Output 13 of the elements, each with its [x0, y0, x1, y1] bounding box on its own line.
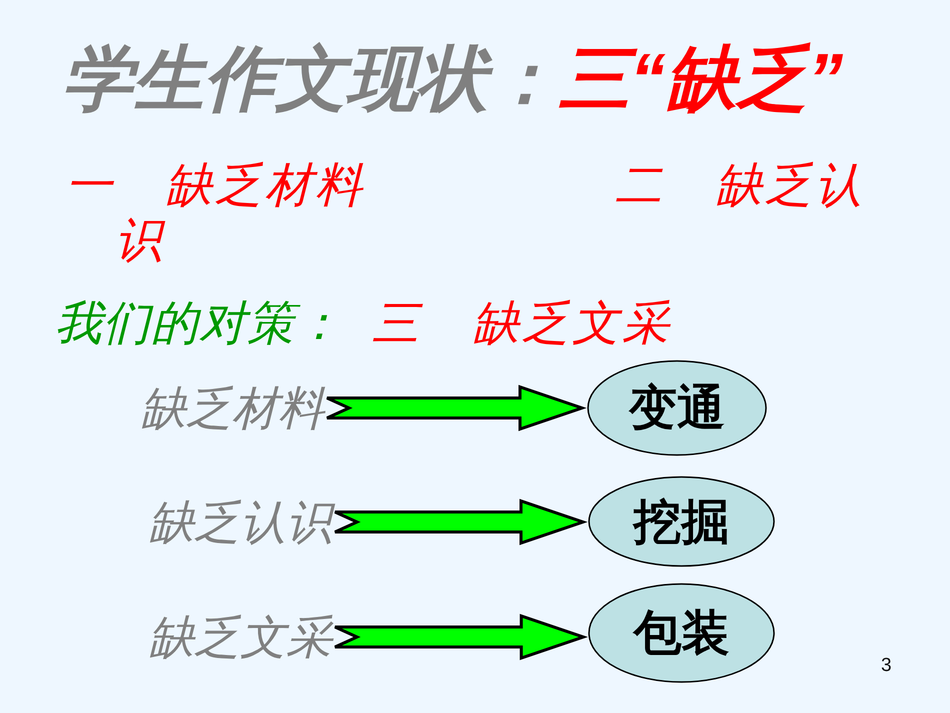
- page-number: 3: [881, 655, 892, 677]
- block-arrow: [326, 384, 587, 432]
- ellipse-node: 挖掘: [588, 476, 775, 567]
- point-list: 一 缺乏材料 二 缺乏认识: [65, 157, 895, 267]
- ellipse-node: 变通: [587, 360, 767, 456]
- source-text: 缺乏文采: [148, 609, 332, 665]
- block-arrow: [334, 498, 588, 546]
- strategy-heading: 我们的对策：: [55, 295, 343, 350]
- source-text: 缺乏材料: [140, 380, 324, 436]
- point-text: 三 缺乏文采: [372, 295, 672, 350]
- slide-title: 学生作文现状：三“缺乏”: [62, 39, 843, 121]
- ellipse-node: 包装: [588, 583, 775, 683]
- block-arrow: [334, 614, 588, 660]
